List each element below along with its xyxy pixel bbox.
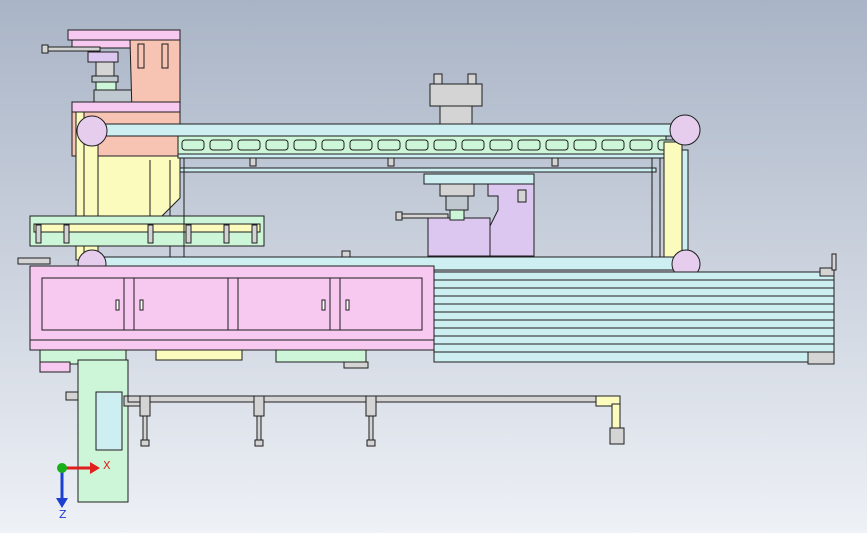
axis-x-label: X	[103, 459, 111, 472]
middle-press-unit	[395, 173, 535, 257]
chain-link	[209, 139, 233, 151]
top-cylinder	[429, 73, 483, 125]
chain-link	[293, 139, 317, 151]
left-side-rail	[29, 215, 265, 247]
chain-link	[545, 139, 569, 151]
right-stacked-rails	[433, 253, 837, 365]
chain-link	[517, 139, 541, 151]
axis-z-label: Z	[59, 508, 67, 521]
chain-link	[377, 139, 401, 151]
sensor-bar	[127, 395, 625, 447]
chain-link	[181, 139, 205, 151]
xyz-axis-triad-icon: X Z	[56, 459, 111, 521]
chain-link	[237, 139, 261, 151]
right-column	[663, 141, 689, 263]
chain-link	[601, 139, 625, 151]
pulley-top-right	[669, 114, 701, 146]
chain-link	[433, 139, 457, 151]
sensor-mounts	[139, 395, 377, 447]
chain-link	[489, 139, 513, 151]
chain-link	[461, 139, 485, 151]
chain-link	[629, 139, 653, 151]
chain-link	[573, 139, 597, 151]
machine-assembly	[17, 29, 837, 503]
chain-link	[321, 139, 345, 151]
main-cabinet	[17, 257, 435, 351]
chain-link	[265, 139, 289, 151]
pulley-top-left	[76, 115, 108, 147]
chain-link	[349, 139, 373, 151]
chain-link	[405, 139, 429, 151]
